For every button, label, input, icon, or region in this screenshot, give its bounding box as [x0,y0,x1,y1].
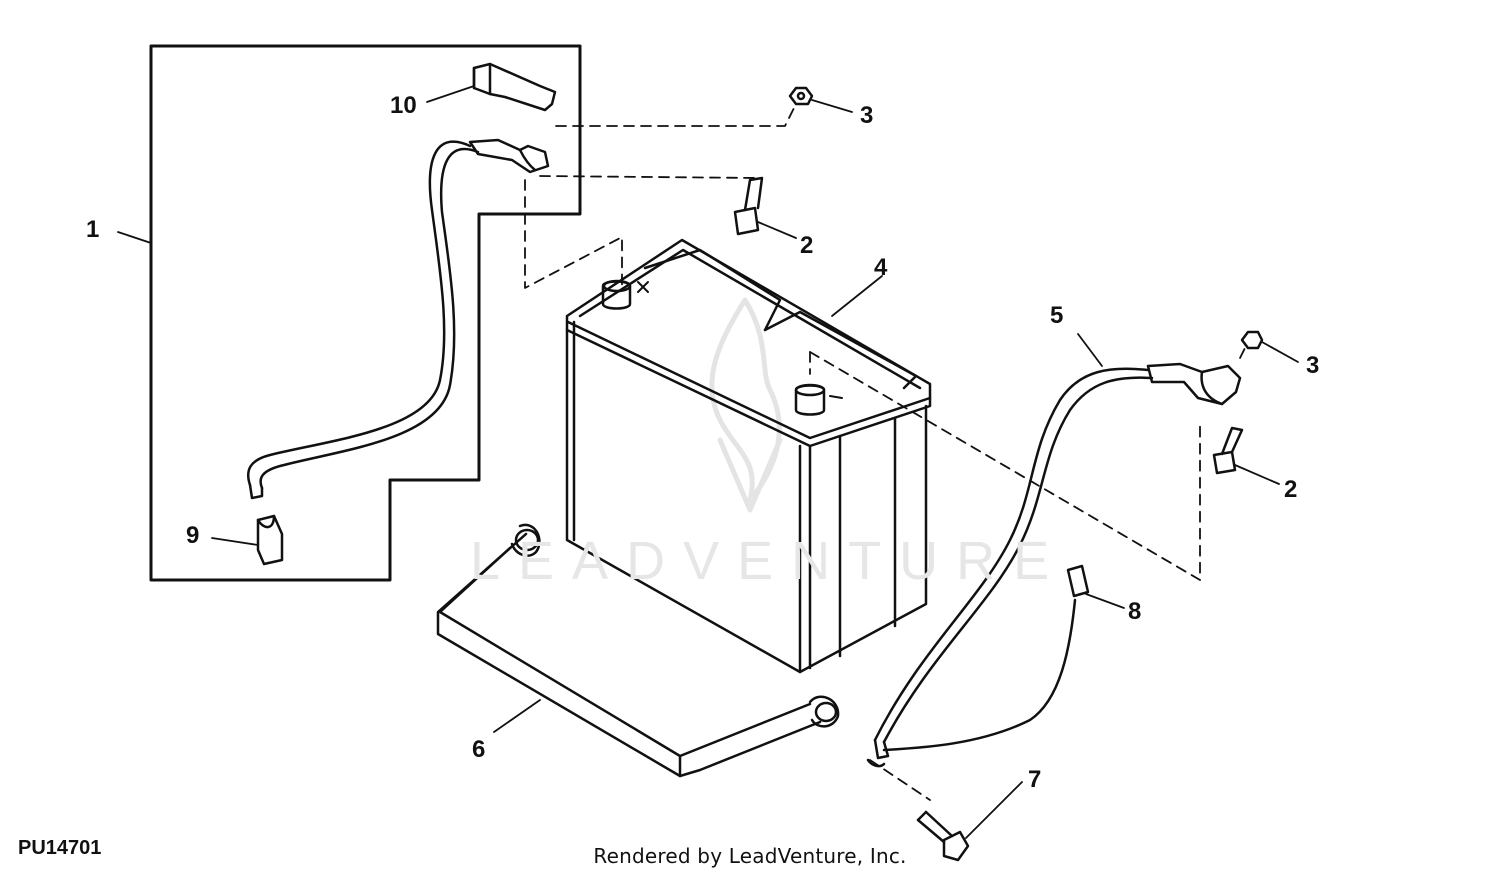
cable-group-outline [149,44,582,582]
assembly-lines [524,105,1246,801]
leader-2b [1234,464,1280,485]
ground-lead [882,564,1090,752]
render-credit: Rendered by LeadVenture, Inc. [593,844,907,868]
leader-5 [1077,333,1103,367]
callout-8: 8 [1128,598,1142,625]
leader-9 [211,537,259,546]
cable-boot [248,483,284,566]
callout-2a: 2 [800,232,814,259]
leader-1 [117,231,152,244]
watermark-logo [709,297,783,513]
callout-7: 7 [1028,766,1042,793]
leader-2a [757,221,797,239]
leader-7 [965,781,1023,839]
positive-cable [866,362,1242,768]
battery [565,238,932,674]
terminal-nut-upper [788,86,814,106]
leader-3b [1261,341,1299,363]
callout-5: 5 [1050,302,1064,329]
callout-3a: 3 [860,102,874,129]
callout-4: 4 [874,254,888,281]
callout-9: 9 [186,522,200,549]
leader-8 [1085,593,1125,609]
watermark-text: LEADVENTURE [470,531,1068,591]
callout-1: 1 [86,216,100,243]
leader-4 [831,275,883,317]
terminal-bolt-upper [733,176,764,236]
negative-cable [246,138,550,490]
callout-10: 10 [390,92,417,119]
hold-down-bracket [436,523,840,778]
ground-bolt [916,810,970,862]
callout-6: 6 [472,736,486,763]
figure-id: PU14701 [18,837,102,859]
callout-2b: 2 [1284,476,1298,503]
terminal-bolt-right [1212,426,1244,475]
terminal-nut-right [1240,330,1264,350]
terminal-cover [472,62,557,112]
leader-6 [493,699,541,733]
leader-10 [426,85,475,103]
leader-3a [811,99,853,113]
callout-3b: 3 [1306,352,1320,379]
